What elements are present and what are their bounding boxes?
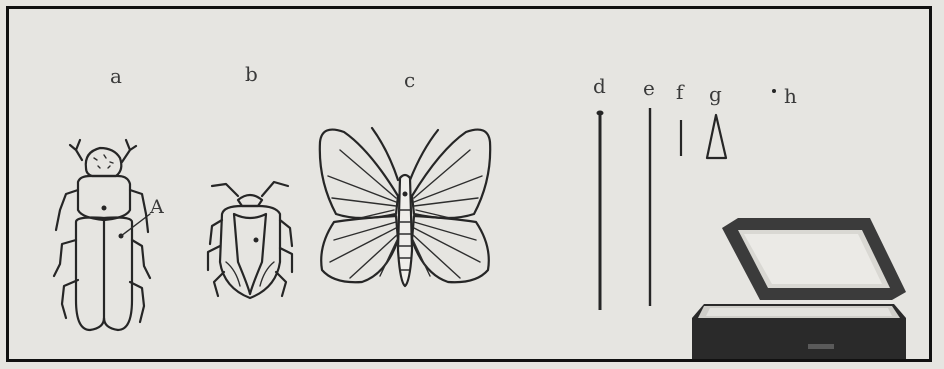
figure-border bbox=[6, 6, 932, 362]
